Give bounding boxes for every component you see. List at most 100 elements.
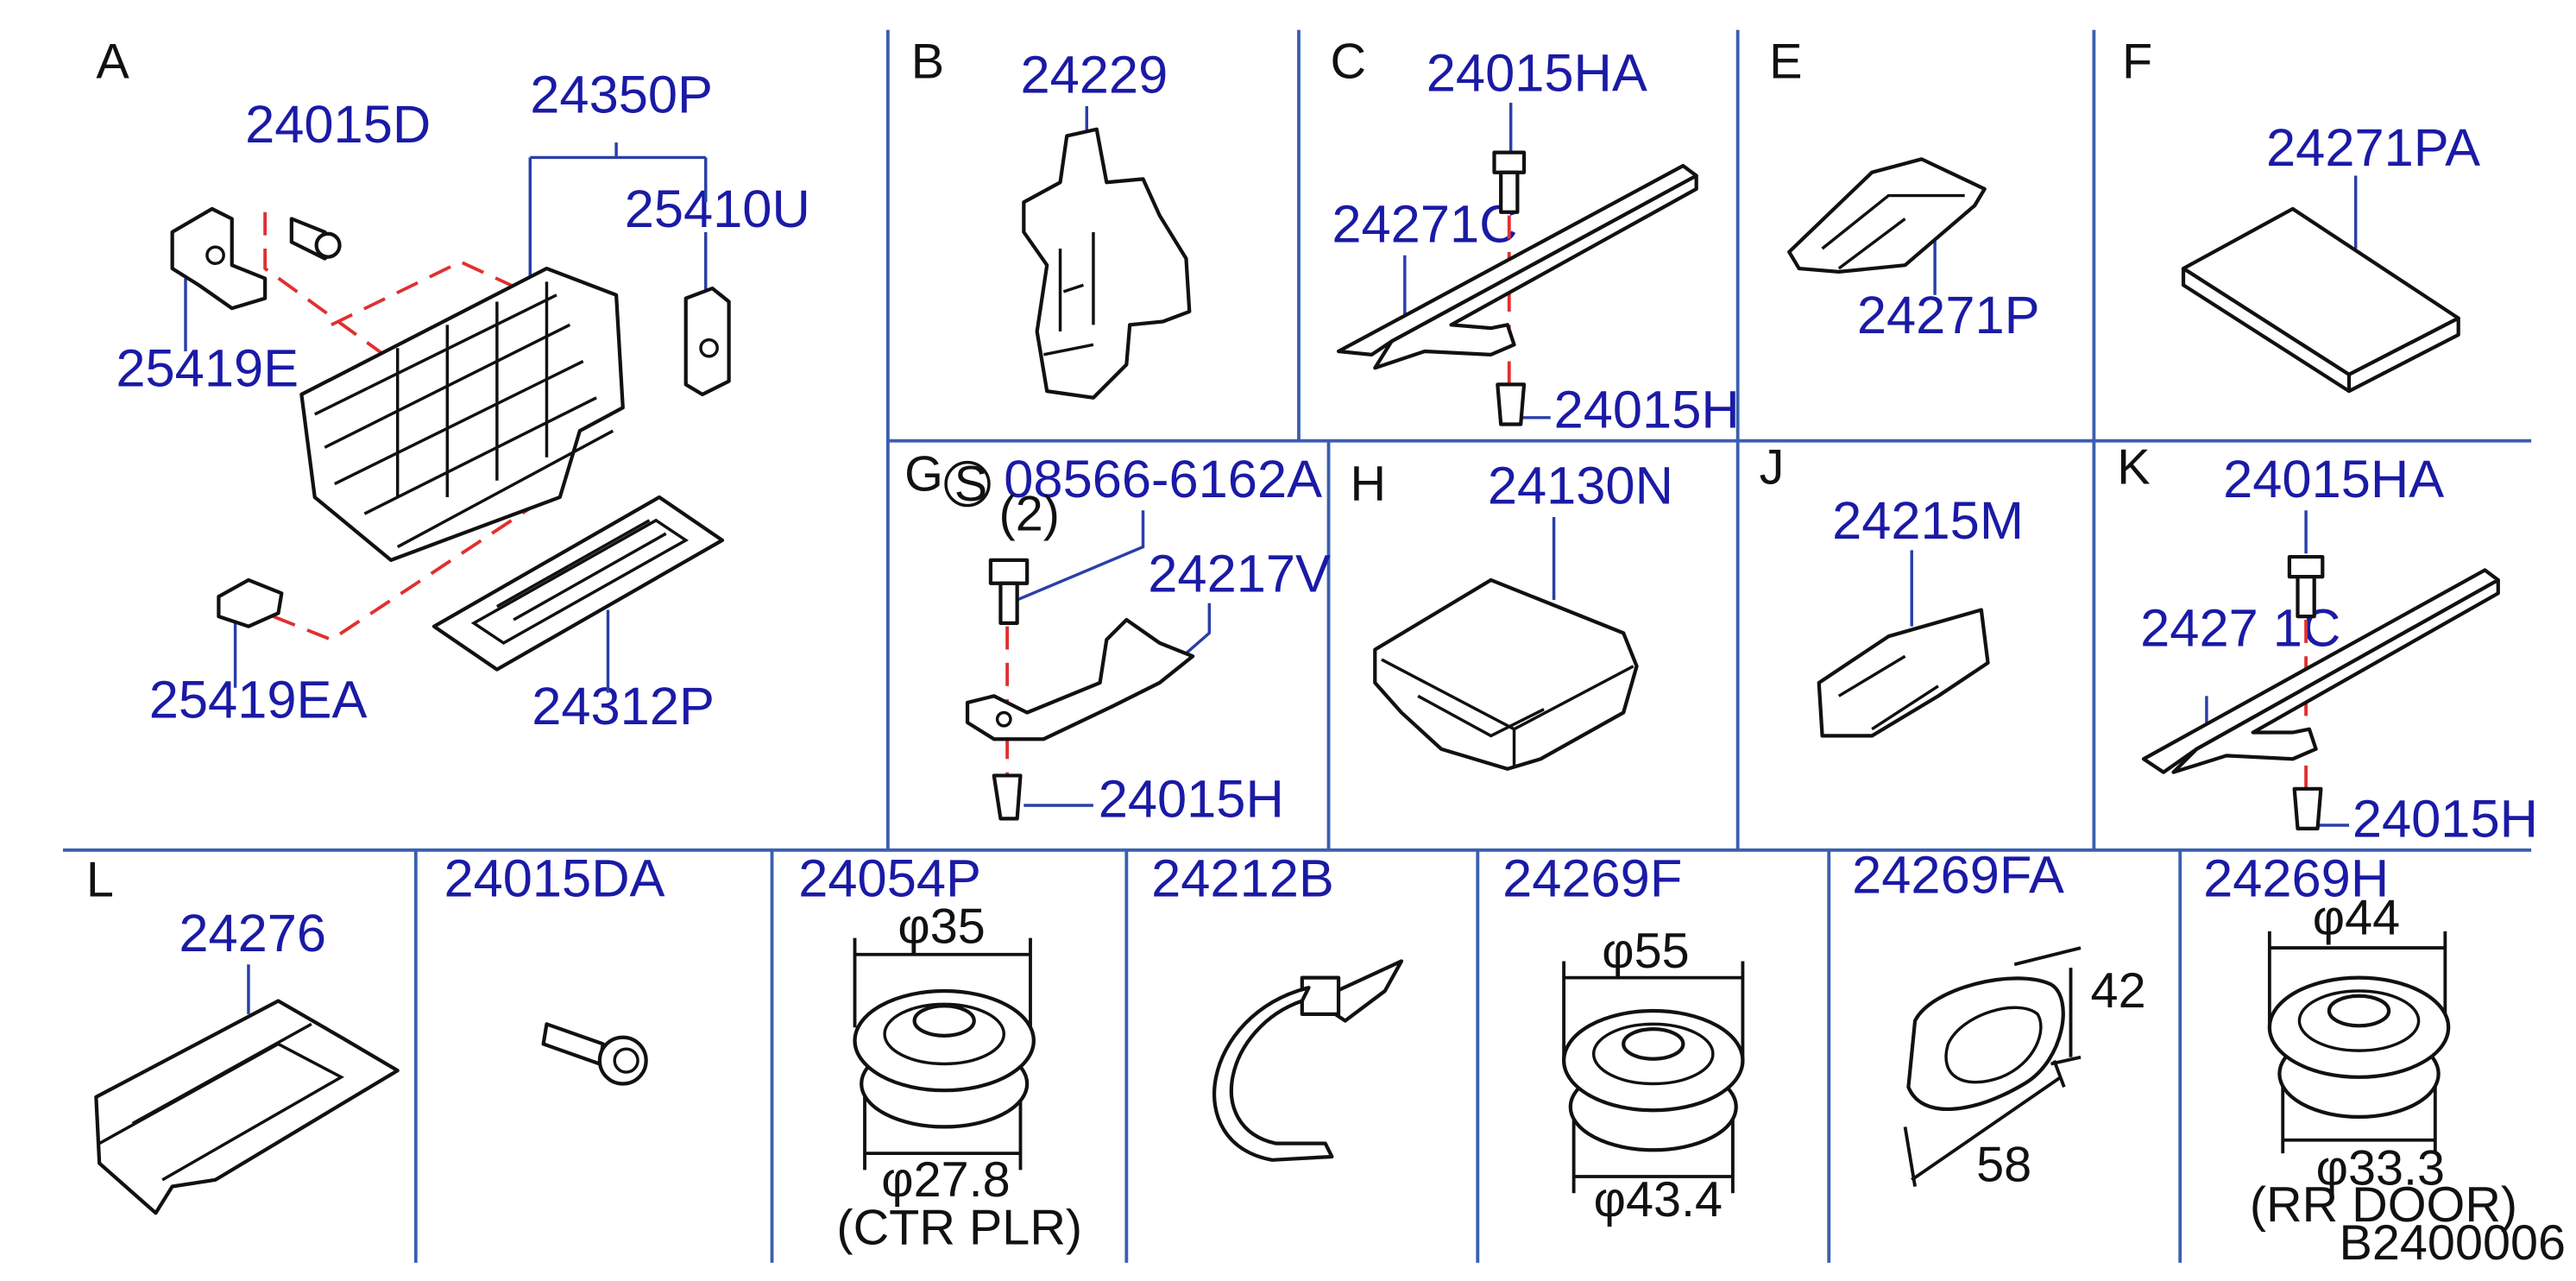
relay-box-slots [395,281,549,497]
part-label-24229: 24229 [1020,46,1168,105]
part-label-25419ea: 25419EA [149,670,368,729]
dimline-24269h-bottom [2281,1076,2437,1154]
panel-k-letter: K [2117,440,2150,495]
bolt-24015ha-k-head [2287,554,2325,579]
panel-h-letter: H [1350,457,1386,512]
part-label-24212b: 24212B [1151,849,1334,909]
s-symbol: S [954,457,987,512]
panel-c-letter: C [1330,34,1366,89]
panel-f-letter: F [2122,34,2152,89]
bracket-25419e [170,206,268,311]
part-label-24276: 24276 [179,904,326,963]
part-label-24015h-g: 24015H [1099,769,1284,829]
dimline-24054p-bottom [863,1094,1023,1171]
dashed-line-a3 [273,495,548,642]
grommet-24269f-inner [1591,1022,1715,1086]
cover-24271p [1787,157,1987,274]
part-label-24269h: 24269H [2203,849,2389,909]
panel-j-letter: J [1760,440,1785,495]
dim-24269fa-width: 58 [1976,1138,2031,1193]
tie-24212b-strap [1212,986,1334,1162]
bolt-24015ha-shaft [1499,170,1520,214]
dim-24054p-top: φ35 [898,899,985,954]
rail-24271c-k-flange [2171,577,2500,774]
clip-24015h-g [992,773,1023,821]
part-label-24015d: 24015D [245,95,431,155]
tray-24276 [94,999,400,1215]
leader-24350p [528,142,708,279]
clip-25419ea [217,577,284,628]
panel-g: G S 08566-6162A (2) 24217V 24015H [904,446,1331,829]
dim-24269h-top: φ44 [2313,891,2400,946]
part-label-24271pa: 24271PA [2266,118,2480,178]
bracket-24215m [1817,608,1990,738]
panel-k: K 24015HA 2427 1C 24015H [2117,440,2538,849]
panel-24054p: 24054P φ35 φ27.8 (CTR PLR) [798,849,1082,1256]
panel-24269h: 24269H φ44 φ33.3 (RR DOOR) [2203,849,2517,1233]
panel-l: L 24276 [86,853,400,1215]
clip-24015h-k [2292,786,2323,830]
bolt-24015da-head [597,1035,648,1086]
panel-h: H 24130N [1350,457,1673,771]
panel-24015da: 24015DA [444,849,665,1086]
panel-a-letter: A [96,34,129,89]
panel-e-letter: E [1769,34,1802,89]
part-label-24269f: 24269F [1502,849,1682,909]
s-symbol-circle [944,460,991,508]
panel-j: J 24215M [1760,440,2024,738]
module-24130n [1373,577,1639,771]
drawing-code: B2400006 [2339,1215,2566,1271]
dimline-24269f-bottom [1571,1110,1735,1194]
panel-a: A 24015D 24350P 25410U 25419E 25419EA 24… [96,34,809,736]
part-label-25410u: 25410U [625,180,810,239]
panel-grid [62,29,2532,1263]
panel-24212b: 24212B [1151,849,1404,1162]
dim-24269f-top: φ55 [1602,924,1689,979]
bolt-head [314,231,342,259]
part-label-24015ha-k: 24015HA [2223,450,2444,509]
dimline-24269fa-width [1903,1059,2066,1187]
leader-24217v [1181,603,1212,658]
grommet-24269f-hole [1622,1027,1685,1061]
part-label-24015h-k: 24015H [2352,789,2538,849]
panel-24269fa: 24269FA 42 58 [1852,846,2145,1193]
tie-24212b-head [1300,975,1341,1016]
grommet-24269fa-inner [1944,1006,2043,1084]
bracket-24217v-hole [995,710,1012,728]
panel-f: F 24271PA [2122,34,2480,394]
pad-24271pa-edge [2181,266,2460,394]
bracket-hole [205,245,225,266]
panel-b-letter: B [911,34,944,89]
clip-24015h [1496,382,1527,426]
part-label-24054p: 24054P [798,849,981,909]
part-label-24269fa: 24269FA [1852,846,2064,906]
relay-box-24350p [299,266,625,563]
part-label-24130n: 24130N [1488,457,1673,516]
part-label-24215m: 24215M [1832,491,2024,551]
bracket-24215m-detail [1837,654,1939,731]
dimline-24054p-top [853,937,1032,1028]
part-label-24217v: 24217V [1148,544,1331,603]
dimline-24269f-top [1562,961,1745,1061]
cover-24271p-detail [1821,193,1965,270]
part-label-24271p: 24271P [1857,286,2040,345]
note-24054p: (CTR PLR) [836,1201,1082,1256]
bolt-24015ha-k-shaft [2296,574,2316,619]
dashed-line-a1 [263,211,399,366]
part-label-24015h: 24015H [1554,380,1740,439]
quantity-label: (2) [999,486,1060,541]
cover-grid [470,518,690,645]
part-label-24015ha: 24015HA [1427,44,1647,104]
dim-24054p-bottom: φ27.8 [881,1152,1010,1208]
tray-24276-detail [98,1022,345,1182]
part-label-25419e: 25419E [116,338,299,398]
bolt-08566-head [988,558,1030,585]
rail-24271c-flange [1373,174,1698,370]
dim-24269f-bottom: φ43.4 [1594,1172,1723,1227]
part-label-24271c: 24271C [1332,194,1517,254]
dim-24269h-bottom: φ33.3 [2316,1141,2445,1196]
grommet-24269h-hole [2327,994,2391,1028]
bolt-08566-shaft [998,581,1019,625]
panel-b: B 24229 [911,34,1192,400]
